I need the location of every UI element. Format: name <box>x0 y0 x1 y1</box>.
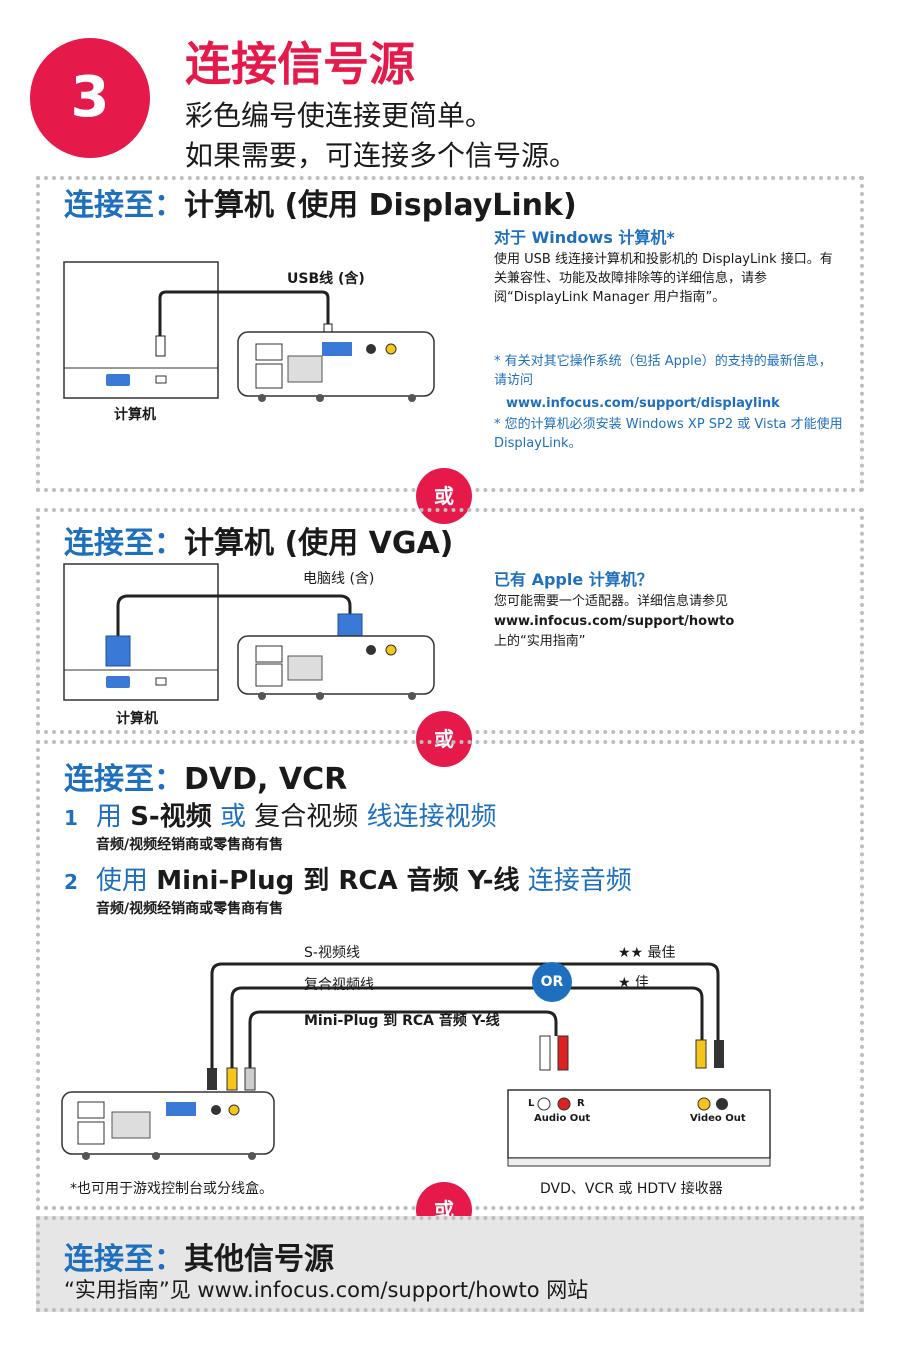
step-1-d: 复合视频 <box>254 802 359 832</box>
computer-label-1: 计算机 <box>114 407 156 423</box>
composite-cable <box>230 986 704 1070</box>
vga-cable <box>116 594 352 638</box>
computer-box-2 <box>63 563 219 701</box>
computer-box <box>63 261 219 399</box>
section4-prefix: 连接至： <box>64 1242 184 1277</box>
step-1-number: 1 <box>64 806 78 830</box>
right-label: R <box>577 1098 585 1109</box>
section4-title: 其他信号源 <box>184 1242 334 1277</box>
left-label: L <box>528 1098 535 1109</box>
audio-out-label: Audio Out <box>534 1113 591 1124</box>
section3-heading: 连接至：DVD, VCR <box>64 754 347 798</box>
composite-cable-label: 复合视频线 <box>304 977 374 993</box>
projector-3 <box>61 1091 275 1155</box>
section4-heading: 连接至：其他信号源 <box>64 1234 334 1278</box>
intro-line-1: 彩色编号使连接更简单。 <box>185 99 494 132</box>
usb-cable <box>158 290 330 338</box>
apple-heading: 已有 Apple 计算机？ <box>494 570 653 589</box>
projector-2 <box>237 635 435 695</box>
step-number-badge: 3 <box>30 38 150 158</box>
usb-port-icon <box>155 375 167 384</box>
or-badge-2: 或 <box>416 711 472 767</box>
audio-cable <box>248 1010 558 1070</box>
footnote: *也可用于游戏控制台或分线盒。 <box>70 1181 273 1197</box>
step-2: 2 使用 Mini-Plug 到 RCA 音频 Y-线 连接音频 <box>64 860 632 897</box>
section-other <box>36 1216 864 1312</box>
vga-connector-left <box>105 635 131 667</box>
section3-title: DVD, VCR <box>184 762 348 797</box>
note-1: * 有关对其它操作系统（包括 Apple）的支持的最新信息，请访问 <box>494 354 832 388</box>
section1-heading: 连接至：计算机 (使用 DisplayLink) <box>64 180 577 224</box>
section4-line: “实用指南”见 www.infocus.com/support/howto 网站 <box>64 1278 589 1302</box>
svideo-cable <box>210 962 720 1070</box>
usb-cable-label: USB线 (含) <box>287 271 365 287</box>
section3-prefix: 连接至： <box>64 762 184 797</box>
step-2-number: 2 <box>64 870 78 894</box>
step-2-a: 使用 <box>95 866 148 896</box>
step-1-c: 或 <box>220 802 247 832</box>
section2-heading: 连接至：计算机 (使用 VGA) <box>64 518 453 562</box>
video-out-label: Video Out <box>690 1113 746 1124</box>
step-1-b: S-视频 <box>130 802 212 832</box>
device-label: DVD、VCR 或 HDTV 接收器 <box>540 1181 723 1197</box>
projector <box>237 331 435 397</box>
section1-prefix: 连接至： <box>64 188 184 223</box>
or-badge-1: 或 <box>416 468 472 524</box>
note-1-url: www.infocus.com/support/displaylink <box>506 396 780 411</box>
section2-prefix: 连接至： <box>64 526 184 561</box>
step-2-b: Mini-Plug 到 RCA 音频 Y-线 <box>156 866 520 896</box>
step-2-c: 连接音频 <box>527 866 632 896</box>
windows-body: 使用 USB 线连接计算机和投影机的 DisplayLink 接口。有关兼容性、… <box>494 252 833 305</box>
or-circle: OR <box>532 962 572 1002</box>
step-2-sub: 音频/视频经销商或零售商有售 <box>96 901 284 917</box>
apple-line-3: 上的“实用指南” <box>494 634 586 649</box>
step-1-e: 线连接视频 <box>366 802 497 832</box>
vga-port-icon <box>106 374 130 386</box>
good-label: ★ 佳 <box>618 975 650 991</box>
vga-diagram <box>63 563 435 701</box>
step-1-sub: 音频/视频经销商或零售商有售 <box>96 837 284 853</box>
apple-line-1: 您可能需要一个适配器。详细信息请参见 <box>494 594 729 609</box>
windows-heading: 对于 Windows 计算机* <box>494 228 675 247</box>
step-1-a: 用 <box>95 802 122 832</box>
vga-cable-label: 电脑线 (含) <box>303 571 375 587</box>
section1-title: 计算机 (使用 DisplayLink) <box>184 188 577 223</box>
section2-title: 计算机 (使用 VGA) <box>184 526 454 561</box>
intro-line-2: 如果需要，可连接多个信号源。 <box>185 139 578 172</box>
apple-url: www.infocus.com/support/howto <box>494 614 735 629</box>
step-number: 3 <box>70 65 110 130</box>
audio-cable-label: Mini-Plug 到 RCA 音频 Y-线 <box>304 1013 500 1029</box>
displaylink-diagram <box>63 261 435 402</box>
note-2: * 您的计算机必须安装 Windows XP SP2 或 Vista 才能使用 … <box>494 417 843 451</box>
best-label: ★★ 最佳 <box>618 945 676 961</box>
svideo-cable-label: S-视频线 <box>304 945 360 961</box>
computer-label-2: 计算机 <box>116 711 158 727</box>
dvd-diagram <box>61 962 771 1167</box>
page-title: 连接信号源 <box>185 37 415 91</box>
